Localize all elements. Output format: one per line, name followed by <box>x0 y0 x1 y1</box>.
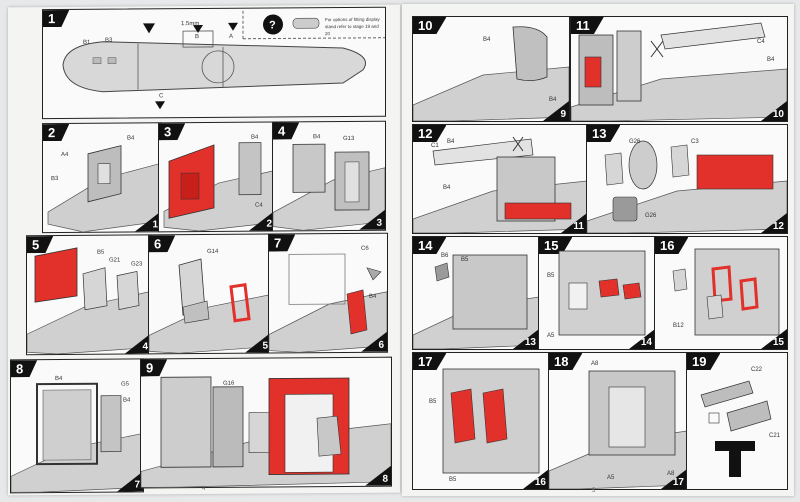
step-13-diagram <box>587 140 787 233</box>
part-label: B4 <box>369 293 377 300</box>
part-label: B4 <box>483 37 491 43</box>
part-label: B4 <box>251 134 259 141</box>
part-label: B3 <box>105 37 113 44</box>
step-6-diagram <box>149 258 271 354</box>
step-number: 11 <box>571 17 604 34</box>
part-label: G26 <box>645 213 657 219</box>
part-label: B4 <box>127 135 135 142</box>
part-label: B4 <box>123 397 131 404</box>
part-label: G5 <box>121 381 130 388</box>
step-15-diagram <box>558 250 646 336</box>
part-label: C22 <box>751 367 763 373</box>
step-17-diagram <box>442 368 540 474</box>
part-label: B12 <box>673 323 684 329</box>
step-17-panel: 17 B5 B5 16 <box>412 352 550 490</box>
step-number: 14 <box>413 237 447 254</box>
step-9-panel: 9 G16 8 <box>140 356 392 489</box>
step-3-diagram <box>163 142 275 232</box>
step-9-diagram <box>141 376 391 488</box>
page-number: 4 <box>202 485 206 493</box>
part-label: C21 <box>769 433 781 439</box>
step-11-panel: 11 C4 B4 10 <box>570 16 788 122</box>
part-label: G13 <box>343 135 355 143</box>
part-label: G16 <box>223 380 235 387</box>
part-label: C4 <box>255 202 263 209</box>
step-7-panel: 7 C6 B4 6 <box>268 232 388 354</box>
step-1-panel: 1 ? B1 B3 1.5mm B A C For options of fit… <box>42 6 386 120</box>
part-label: B6 <box>441 253 449 259</box>
part-label: C <box>159 93 164 100</box>
step-4-panel: 4 B4 G13 3 <box>272 120 386 232</box>
part-label: C1 <box>431 143 439 149</box>
fuselage-diagram: ? <box>62 10 385 110</box>
step-number: 19 <box>687 353 721 370</box>
step-number: 15 <box>539 237 573 254</box>
part-label: G23 <box>131 261 143 268</box>
part-label: A4 <box>61 151 69 158</box>
part-label: B5 <box>429 399 437 405</box>
part-label: B3 <box>51 176 59 183</box>
step-8-diagram <box>11 382 143 493</box>
step-11-diagram <box>571 22 787 121</box>
step-number: 17 <box>413 353 447 370</box>
step-4-diagram <box>273 143 385 231</box>
step-12-diagram <box>413 136 587 233</box>
part-label: A5 <box>547 333 555 339</box>
step-19-panel: 19 C22 C21 <box>686 352 788 490</box>
part-label: B4 <box>443 185 451 191</box>
measurement-label: 1.5mm <box>181 21 200 28</box>
part-label: A <box>229 33 234 40</box>
part-label: B4 <box>549 97 557 103</box>
part-label: B4 <box>313 134 321 141</box>
step-12-panel: 12 C1 B4 B4 11 <box>412 124 588 234</box>
instruction-page-right: 10 B4 B4 9 11 C4 B4 10 12 <box>402 4 794 496</box>
step-number: 13 <box>587 125 621 142</box>
step-10-panel: 10 B4 B4 9 <box>412 16 570 122</box>
part-label: G26 <box>629 139 641 145</box>
step-18-diagram <box>549 370 687 489</box>
svg-text:?: ? <box>269 19 276 31</box>
step-5-panel: 5 B5 G21 G23 4 <box>26 234 152 356</box>
part-label: B <box>195 34 200 41</box>
page-number: 5 <box>592 488 596 494</box>
part-label: A5 <box>607 475 615 481</box>
step-10-diagram <box>413 26 569 121</box>
step-2-panel: 2 A4 B3 B4 1 <box>42 122 162 234</box>
part-label: A8 <box>591 361 599 367</box>
step-number: 16 <box>655 237 689 254</box>
step-8-panel: 8 B4 G5 B4 7 <box>10 358 144 494</box>
step-18-panel: 18 A8 A5 A8 17 <box>548 352 688 490</box>
step-15-panel: 15 B5 A5 14 <box>538 236 656 350</box>
step-13-panel: 13 G26 C3 G26 12 <box>586 124 788 234</box>
step-14-diagram <box>413 254 539 349</box>
step-number: 12 <box>413 125 447 142</box>
part-label: B5 <box>461 257 469 263</box>
step-6-panel: 6 G14 5 <box>148 233 272 355</box>
step-7-diagram <box>269 253 387 353</box>
step-19-diagram <box>700 380 772 477</box>
part-label: B4 <box>55 375 63 383</box>
part-label: B5 <box>97 249 105 256</box>
part-label: A8 <box>667 471 675 477</box>
part-label: G21 <box>109 257 121 264</box>
part-label: C4 <box>757 39 765 45</box>
instruction-page-left: 1 ? B1 B3 1.5mm B A C For options of fit… <box>8 4 400 496</box>
stand-note: For options of fitting display stand ref… <box>325 16 380 37</box>
step-14-panel: 14 B6 B5 13 <box>412 236 540 350</box>
step-5-diagram <box>27 247 151 355</box>
step-2-diagram <box>47 145 161 233</box>
part-label: B5 <box>547 273 555 279</box>
part-label: C3 <box>691 139 699 145</box>
part-label: B5 <box>449 477 457 483</box>
step-number: 10 <box>413 17 447 34</box>
part-label: C6 <box>361 245 369 252</box>
part-label: B1 <box>83 39 91 46</box>
step-3-panel: 3 B4 C4 2 <box>158 121 276 233</box>
step-number: 18 <box>549 353 583 370</box>
part-label: B4 <box>447 139 455 145</box>
part-label: B4 <box>767 57 775 63</box>
part-label: G14 <box>207 248 219 255</box>
step-16-diagram <box>672 248 780 336</box>
step-16-panel: 16 B12 15 <box>654 236 788 350</box>
